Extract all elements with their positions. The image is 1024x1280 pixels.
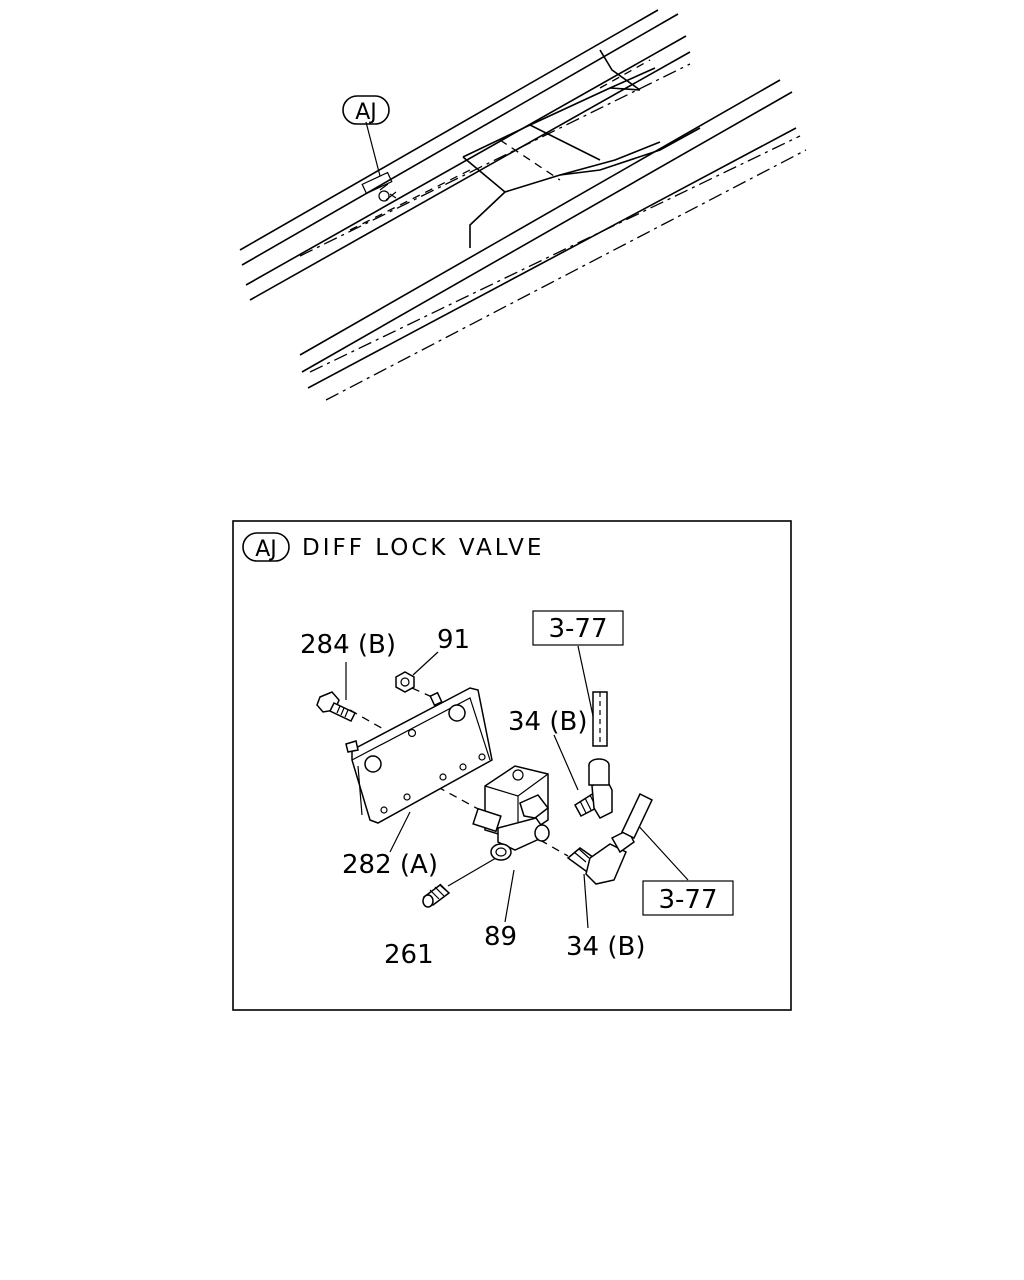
svg-text:3-77: 3-77 <box>658 885 717 915</box>
bolt-284b <box>316 691 357 722</box>
plug-261 <box>422 883 451 908</box>
label-91: 91 <box>437 625 470 655</box>
label-89: 89 <box>484 922 517 952</box>
chassis-frame-overview <box>239 9 807 401</box>
label-284b: 284 (B) <box>300 630 396 660</box>
tube-bottom <box>621 792 653 840</box>
detail-header: AJ DIFF LOCK VALVE <box>242 532 544 562</box>
nut-91 <box>395 671 443 707</box>
svg-text:3-77: 3-77 <box>548 614 607 644</box>
bracket-282a <box>345 687 493 824</box>
elbow-34b-bottom <box>566 828 635 885</box>
ref-box-bottom[interactable]: 3-77 <box>642 880 734 916</box>
overview-callout-text: AJ <box>355 100 377 125</box>
ref-box-top[interactable]: 3-77 <box>532 610 624 646</box>
label-34b-bottom: 34 (B) <box>566 932 645 962</box>
detail-callout-text: AJ <box>255 537 277 562</box>
valve-89 <box>472 765 550 861</box>
tube-top <box>592 691 608 747</box>
detail-title: DIFF LOCK VALVE <box>302 535 544 561</box>
overview-callout: AJ <box>342 95 390 125</box>
elbow-34b-top <box>574 758 613 819</box>
label-282a: 282 (A) <box>342 850 438 880</box>
detail-frame <box>232 520 792 1011</box>
label-261: 261 <box>384 940 434 970</box>
label-34b-top: 34 (B) <box>508 707 587 737</box>
